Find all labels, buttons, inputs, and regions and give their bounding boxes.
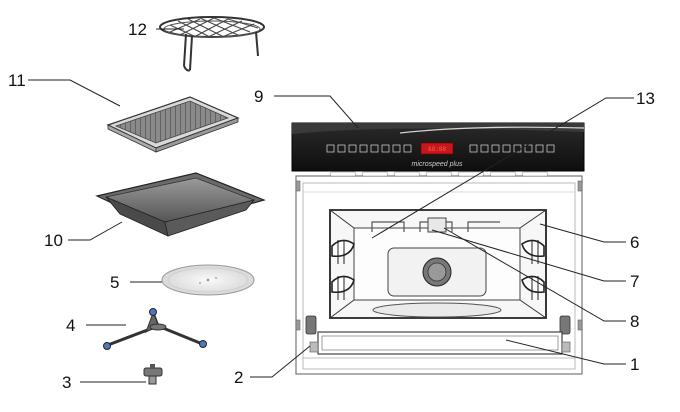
callout-4: 4	[66, 316, 75, 335]
leader-9	[274, 95, 359, 129]
leader-2	[250, 345, 311, 378]
callout-9: 9	[254, 87, 263, 106]
callout-8: 8	[630, 312, 639, 331]
display-readout: 88:88	[428, 146, 446, 153]
callout-10: 10	[44, 231, 63, 250]
grill-pan	[106, 96, 240, 153]
callout-3: 3	[62, 373, 71, 392]
callout-12: 12	[128, 20, 147, 39]
control-panel: 88:88 microspeed plus	[291, 122, 585, 177]
callout-numbers: 12 11 9 13 10 5 4 3 2 1 6 7 8	[8, 20, 655, 392]
callout-13: 13	[636, 89, 655, 108]
callout-6: 6	[630, 233, 639, 252]
leader-7	[431, 229, 626, 282]
leader-10	[68, 221, 123, 241]
display-window	[420, 142, 454, 155]
deep-tray	[95, 172, 266, 237]
wire-rack	[159, 16, 265, 72]
turntable-coupler	[143, 364, 163, 385]
callout-7: 7	[630, 272, 639, 291]
leader-1	[505, 339, 626, 365]
brand-label: microspeed plus	[412, 161, 463, 168]
leader-11	[28, 79, 121, 107]
leader-8	[443, 227, 626, 322]
callout-1: 1	[630, 355, 639, 374]
leader-13	[371, 97, 634, 239]
leader-6	[539, 223, 626, 243]
callout-11: 11	[8, 71, 26, 90]
leader-lines	[28, 28, 634, 383]
oven-body	[295, 175, 583, 375]
callout-5: 5	[110, 273, 119, 292]
callout-2: 2	[234, 368, 243, 387]
roller-support	[103, 308, 207, 350]
turntable-glass-plate	[161, 264, 255, 296]
